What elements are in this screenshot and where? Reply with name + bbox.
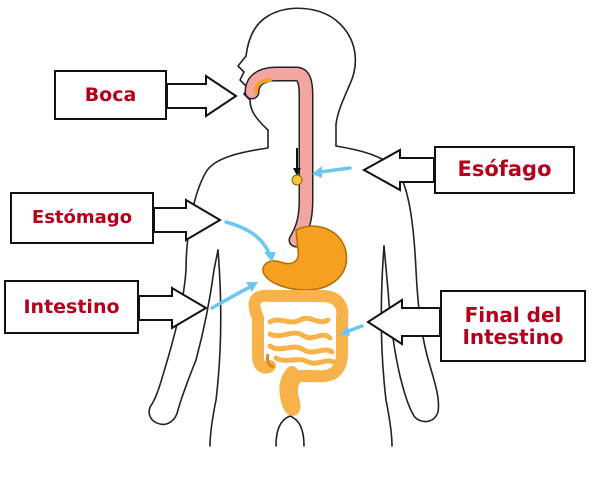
label-final-line1: Final del bbox=[464, 303, 562, 327]
label-final-line2: Intestino bbox=[462, 325, 564, 349]
large-intestine bbox=[248, 289, 349, 416]
label-box-esofago: Esófago bbox=[434, 146, 575, 194]
pointer-arrowheads bbox=[246, 166, 350, 336]
arrow-boca bbox=[166, 74, 238, 118]
label-box-intestino: Intestino bbox=[4, 280, 139, 334]
label-box-final-intestino: Final del Intestino bbox=[440, 290, 586, 362]
arrow-esofago bbox=[361, 148, 435, 192]
arrow-final-intestino bbox=[366, 298, 441, 346]
small-intestine bbox=[267, 315, 337, 366]
arrow-estomago bbox=[153, 198, 222, 242]
stomach bbox=[262, 225, 348, 291]
label-esofago: Esófago bbox=[457, 157, 552, 182]
label-boca: Boca bbox=[84, 83, 137, 106]
label-intestino: Intestino bbox=[23, 295, 120, 318]
label-box-estomago: Estómago bbox=[10, 192, 154, 244]
food-bolus-arrow bbox=[291, 148, 303, 186]
label-box-boca: Boca bbox=[54, 70, 167, 120]
label-final-intestino: Final del Intestino bbox=[462, 304, 563, 348]
label-estomago: Estómago bbox=[31, 207, 133, 229]
appendix bbox=[266, 353, 275, 368]
arrow-intestino bbox=[138, 286, 208, 330]
esophagus bbox=[244, 66, 314, 248]
